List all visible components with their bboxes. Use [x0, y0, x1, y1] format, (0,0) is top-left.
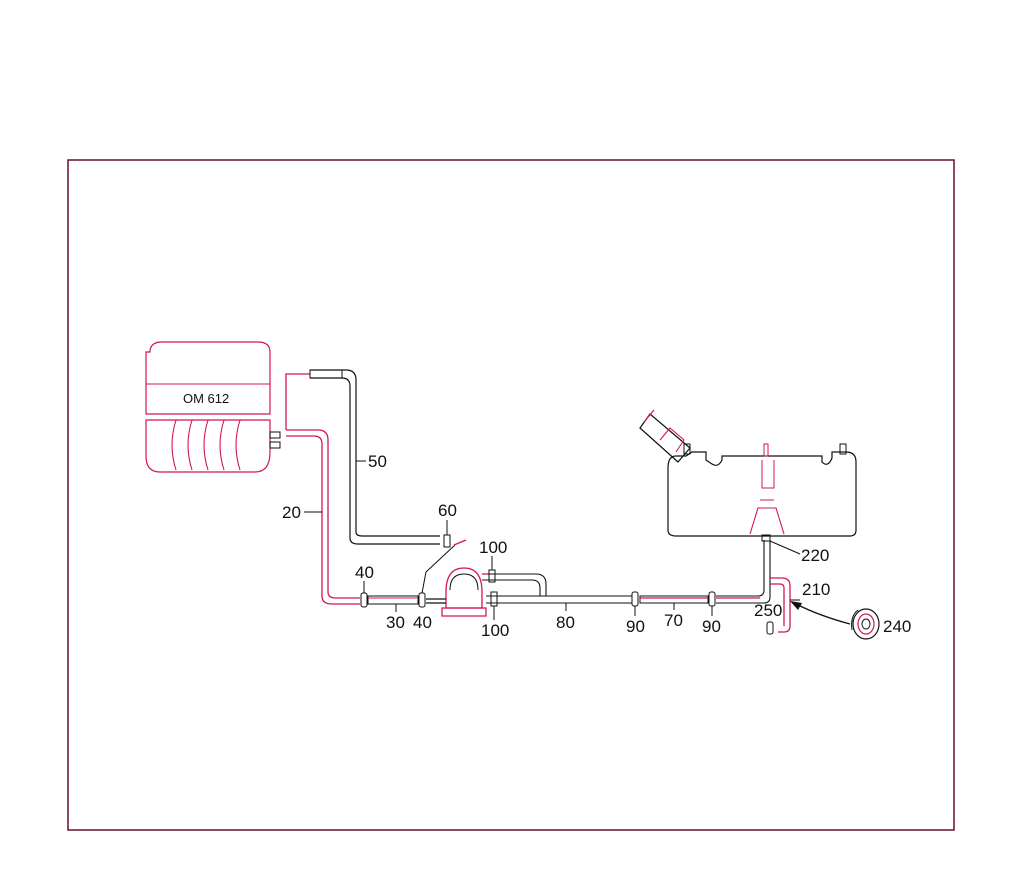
label-70: 70 [664, 611, 683, 630]
clamp-100-top [488, 556, 496, 583]
clamp-100-bottom [490, 591, 498, 620]
line-20 [286, 429, 360, 605]
item-250-plug [766, 621, 774, 635]
item-60-connector [443, 520, 467, 548]
label-40-left: 40 [355, 563, 374, 582]
label-80: 80 [556, 613, 575, 632]
label-20: 20 [282, 503, 301, 522]
fuel-tank [639, 409, 857, 537]
label-90-right: 90 [702, 617, 721, 636]
strainer-240 [851, 608, 880, 640]
label-40-right: 40 [413, 613, 432, 632]
diagram-frame [67, 159, 955, 831]
fuel-filter [426, 567, 547, 617]
label-100-bottom: 100 [481, 621, 509, 640]
arrow-240 [790, 601, 851, 625]
tank-feed-line [716, 540, 771, 604]
label-30: 30 [386, 613, 405, 632]
pipe-30 [367, 595, 419, 612]
engine-label: OM 612 [183, 391, 229, 406]
hose-210 [770, 577, 800, 633]
clamp-90-right [708, 591, 716, 616]
pipe-70 [639, 595, 709, 610]
item-220-fitting [761, 534, 801, 555]
line-50 [285, 369, 440, 545]
label-60: 60 [438, 501, 457, 520]
label-220: 220 [801, 546, 829, 565]
clamp-40-left [360, 581, 368, 608]
label-250: 250 [754, 601, 782, 620]
clamp-90-left [631, 591, 639, 616]
label-240: 240 [883, 617, 911, 636]
label-50: 50 [368, 452, 387, 471]
clamp-40-right [418, 544, 456, 608]
label-210: 210 [802, 580, 830, 599]
engine-om612 [145, 341, 281, 473]
pipe-80 [486, 595, 632, 611]
label-100-top: 100 [479, 538, 507, 557]
label-90-left: 90 [626, 617, 645, 636]
